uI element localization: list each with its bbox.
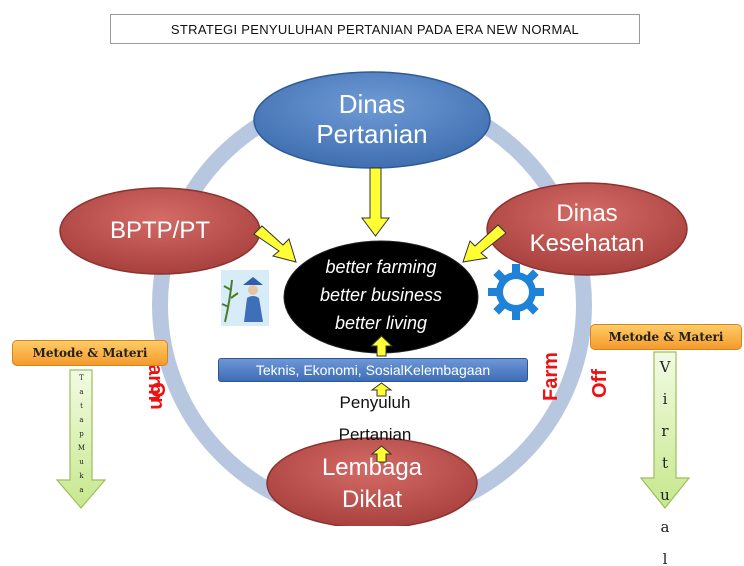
off-farm-word1: Off xyxy=(589,369,611,398)
arrow-top-to-center xyxy=(361,167,390,237)
diagram-canvas xyxy=(55,71,691,526)
right-vertical-text: V i r t u a l xyxy=(656,358,674,566)
diagram-title: STRATEGI PENYULUHAN PERTANIAN PADA ERA N… xyxy=(110,14,640,44)
node-right-line2: Kesehatan xyxy=(529,230,645,257)
node-dinas-pertanian-label: Dinas Pertanian xyxy=(254,74,490,166)
goal-living: better living xyxy=(334,312,428,333)
node-dinas-kesehatan xyxy=(486,182,688,276)
node-top-line1: Dinas xyxy=(338,89,406,120)
extension-line2: Pertanian xyxy=(338,425,412,445)
right-down-arrow xyxy=(639,351,691,509)
node-left-text: BPTP/PT xyxy=(109,217,211,245)
node-dinas-kesehatan-label: Dinas Kesehatan xyxy=(487,183,687,275)
node-top-line2: Pertanian xyxy=(316,119,428,149)
node-lembaga-diklat xyxy=(266,437,478,526)
extension-worker-label: Penyuluh Pertanian xyxy=(300,392,450,446)
goal-business: better business xyxy=(319,285,443,306)
extension-line1: Penyuluh xyxy=(339,393,411,412)
node-right-line1: Dinas xyxy=(556,200,618,227)
left-vertical-text: T a t a p M u k a xyxy=(73,374,89,493)
node-bottom-line2: Diklat xyxy=(341,486,402,513)
arrow-right-to-center xyxy=(462,224,507,263)
aspects-box: Teknis, Ekonomi, SosialKelembagaan xyxy=(218,358,528,382)
node-bptp-label: BPTP/PT xyxy=(60,190,260,272)
left-vertical-chars: T a t a p M u k a xyxy=(77,374,86,493)
arrow-left-to-center xyxy=(253,225,297,263)
right-method-box: Metode & Materi xyxy=(590,324,742,350)
arrow-diklat-to-penyuluh xyxy=(370,445,393,463)
off-farm-word2: Farm xyxy=(540,352,562,401)
left-down-arrow xyxy=(55,369,107,509)
right-vertical-chars: V i r t u a l xyxy=(656,358,674,566)
arrow-penyuluh-to-box xyxy=(370,382,393,397)
node-bottom-line1: Lembaga xyxy=(321,453,423,481)
arrow-box-to-center xyxy=(369,335,394,357)
node-lembaga-diklat-label: Lembaga Diklat xyxy=(267,441,477,527)
goal-farming: better farming xyxy=(325,257,437,278)
farmer-icon xyxy=(221,270,269,326)
center-goals: better farming better business better li… xyxy=(284,248,478,344)
left-method-box: Metode & Materi xyxy=(12,340,168,366)
gear-icon xyxy=(488,264,544,320)
